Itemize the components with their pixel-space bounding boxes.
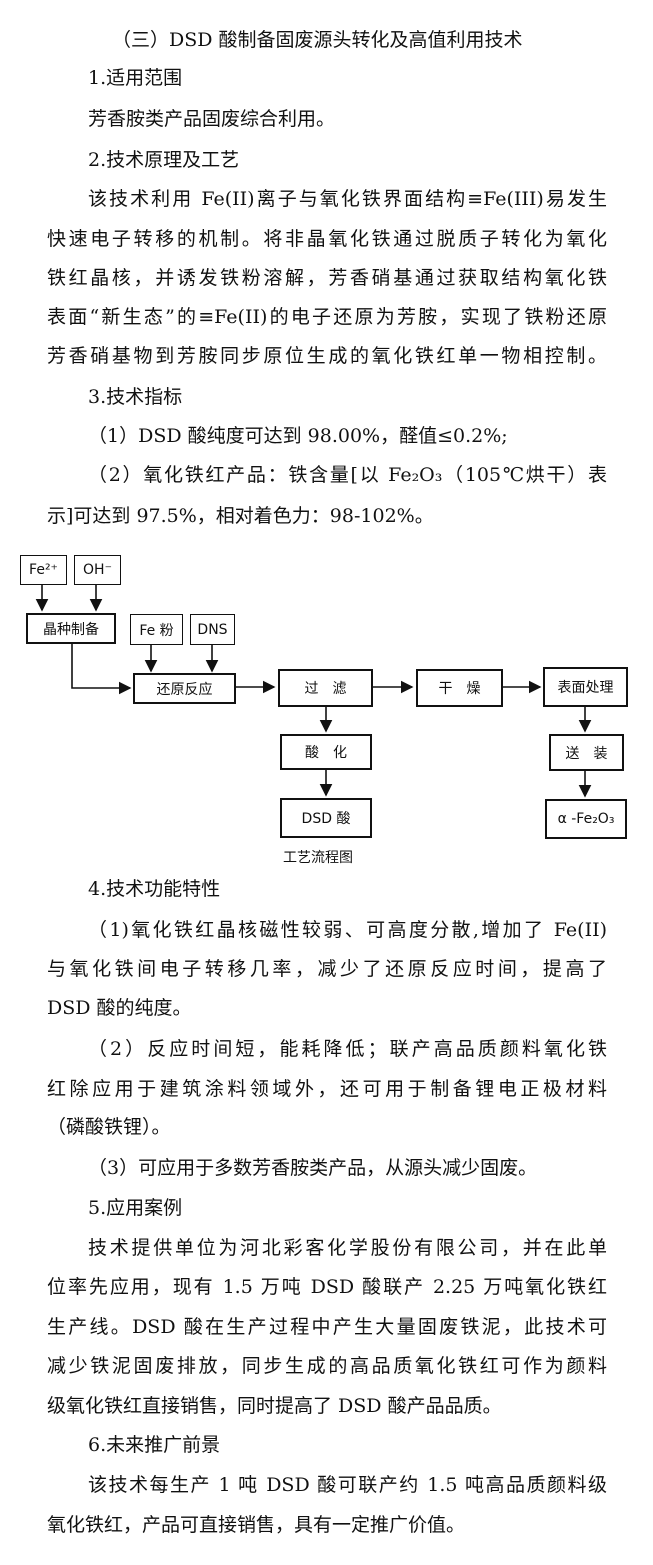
drying-box: 干 燥 [416,669,503,707]
section-1-heading: 1.适用范围 [88,67,183,89]
packing-box: 送 装 [549,734,624,771]
seed-preparation-box: 晶种制备 [26,613,116,644]
filter-box: 过 滤 [278,669,373,707]
section-5-line-3: 生产线。DSD 酸在生产过程中产生大量固废铁泥，此技术可 [47,1316,607,1338]
section-4-p2-line-3: （磷酸铁锂）。 [47,1116,171,1138]
section-5-line-5: 级氧化铁红直接销售，同时提高了 DSD 酸产品品质。 [47,1395,502,1417]
section-2-heading: 2.技术原理及工艺 [88,149,240,171]
section-2-line-3: 铁红晶核，并诱发铁粉溶解，芳香硝基通过获取结构氧化铁 [47,267,607,289]
oh-box: OH⁻ [74,555,121,585]
section-4-p2-line-1: （2）反应时间短，能耗降低；联产高品质颜料氧化铁 [88,1038,607,1060]
section-2-line-1: 该技术利用 Fe(II)离子与氧化铁界面结构≡Fe(III)易发生 [88,188,607,210]
diagram-caption: 工艺流程图 [283,850,353,866]
section-5-line-2: 位率先应用，现有 1.5 万吨 DSD 酸联产 2.25 万吨氧化铁红 [47,1276,607,1298]
section-4-p1-line-3: DSD 酸的纯度。 [47,997,192,1019]
section-3-item-1: （1）DSD 酸纯度可达到 98.00%，醛值≤0.2%; [88,425,508,447]
section-4-p2-line-2: 红除应用于建筑涂料领域外，还可用于制备锂电正极材料 [47,1078,607,1100]
process-flow-diagram: Fe²⁺ OH⁻ 晶种制备 Fe 粉 DNS 还原反应 过 滤 干 燥 表面处理… [0,548,653,868]
section-6-heading: 6.未来推广前景 [88,1434,221,1456]
flow-arrows [35,585,592,798]
section-4-heading: 4.技术功能特性 [88,878,221,900]
surface-treatment-box: 表面处理 [543,667,628,707]
section-1-text: 芳香胺类产品固废综合利用。 [88,108,336,130]
section-3-item-2-line-2: 示]可达到 97.5%，相对着色力：98-102%。 [47,505,434,527]
dns-box: DNS [190,614,235,645]
section-6-line-1: 该技术每生产 1 吨 DSD 酸可联产约 1.5 吨高品质颜料级 [88,1474,607,1496]
document-title: （三）DSD 酸制备固废源头转化及高值利用技术 [112,29,523,51]
acidification-box: 酸 化 [280,734,372,770]
section-3-heading: 3.技术指标 [88,386,183,408]
section-2-line-5: 芳香硝基物到芳胺同步原位生成的氧化铁红单一物相控制。 [47,345,607,367]
alpha-fe2o3-box: α -Fe₂O₃ [545,799,627,839]
fe2-box: Fe²⁺ [20,555,67,585]
section-5-heading: 5.应用案例 [88,1197,183,1219]
reduction-reaction-box: 还原反应 [133,673,236,704]
section-4-p1-line-2: 与氧化铁间电子转移几率，减少了还原反应时间，提高了 [47,958,607,980]
section-4-p1-line-1: （1)氧化铁红晶核磁性较弱、可高度分散,增加了 Fe(II) [88,919,607,941]
fe-powder-box: Fe 粉 [130,614,183,645]
section-3-item-2-line-1: （2）氧化铁红产品：铁含量[以 Fe₂O₃（105℃烘干）表 [88,464,607,486]
dsd-acid-box: DSD 酸 [280,798,372,838]
section-5-line-1: 技术提供单位为河北彩客化学股份有限公司，并在此单 [88,1237,607,1259]
section-4-p3: （3）可应用于多数芳香胺类产品，从源头减少固废。 [88,1157,538,1179]
section-2-line-2: 快速电子转移的机制。将非晶氧化铁通过脱质子转化为氧化 [47,228,607,250]
section-6-line-2: 氧化铁红，产品可直接销售，具有一定推广价值。 [47,1514,466,1536]
section-5-line-4: 减少铁泥固废排放，同步生成的高品质氧化铁红可作为颜料 [47,1355,607,1377]
section-2-line-4: 表面“新生态”的≡Fe(II)的电子还原为芳胺，实现了铁粉还原 [47,306,607,328]
